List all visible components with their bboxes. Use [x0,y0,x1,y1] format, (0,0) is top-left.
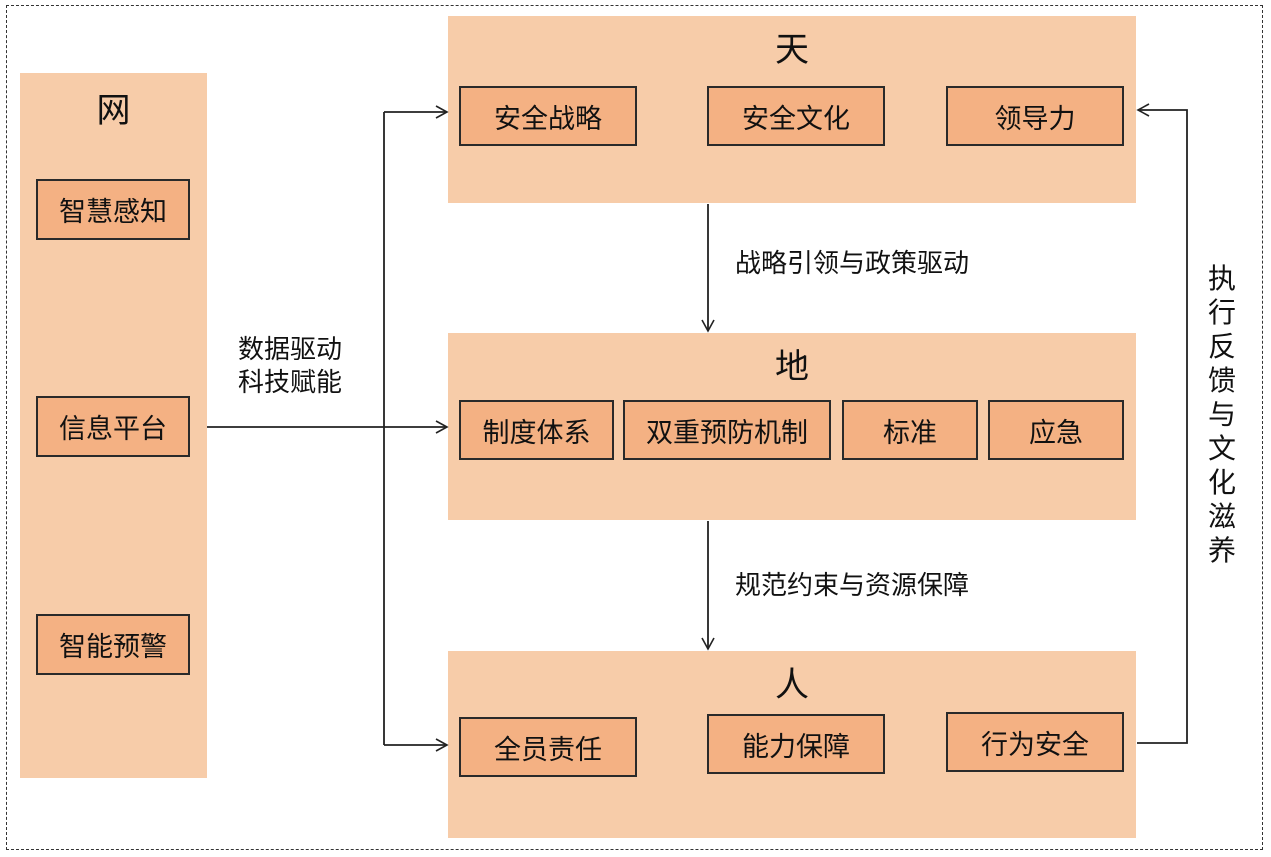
ren-panel: 人 全员责任 能力保障 行为安全 [448,651,1136,838]
di-item-standard: 标准 [842,400,978,460]
tian-item-leadership: 领导力 [946,86,1124,146]
tian-panel: 天 安全战略 安全文化 领导力 [448,16,1136,203]
di-title: 地 [775,347,809,387]
flow-label-feedback: 执行反馈与文化滋养 [1207,262,1236,567]
flow-label-data-drive: 数据驱动 [238,335,343,365]
ren-item-capability-assurance: 能力保障 [707,714,885,774]
wang-panel: 网 智慧感知 信息平台 智能预警 [20,73,207,778]
flow-label-di-to-ren: 规范约束与资源保障 [735,571,970,601]
ren-title: 人 [775,665,809,705]
di-item-system: 制度体系 [459,400,614,460]
wang-title: 网 [96,91,131,131]
arrow-feedback [1136,103,1188,744]
di-item-emergency: 应急 [988,400,1124,460]
flow-label-tian-to-di: 战略引领与政策驱动 [735,249,970,279]
tian-title: 天 [775,30,809,70]
wang-item-info-platform: 信息平台 [36,396,190,457]
diagram-frame [6,5,1263,850]
flow-label-tech-enable: 科技赋能 [238,368,343,398]
wang-item-smart-sensing: 智慧感知 [36,179,190,240]
ren-item-behavior-safety: 行为安全 [946,712,1124,772]
di-panel: 地 制度体系 双重预防机制 标准 应急 [448,333,1136,520]
wang-item-smart-warning: 智能预警 [36,614,190,675]
tian-item-security-strategy: 安全战略 [459,86,637,146]
ren-item-full-responsibility: 全员责任 [459,717,637,777]
tian-item-security-culture: 安全文化 [707,86,885,146]
di-item-dual-prevention: 双重预防机制 [623,400,831,460]
